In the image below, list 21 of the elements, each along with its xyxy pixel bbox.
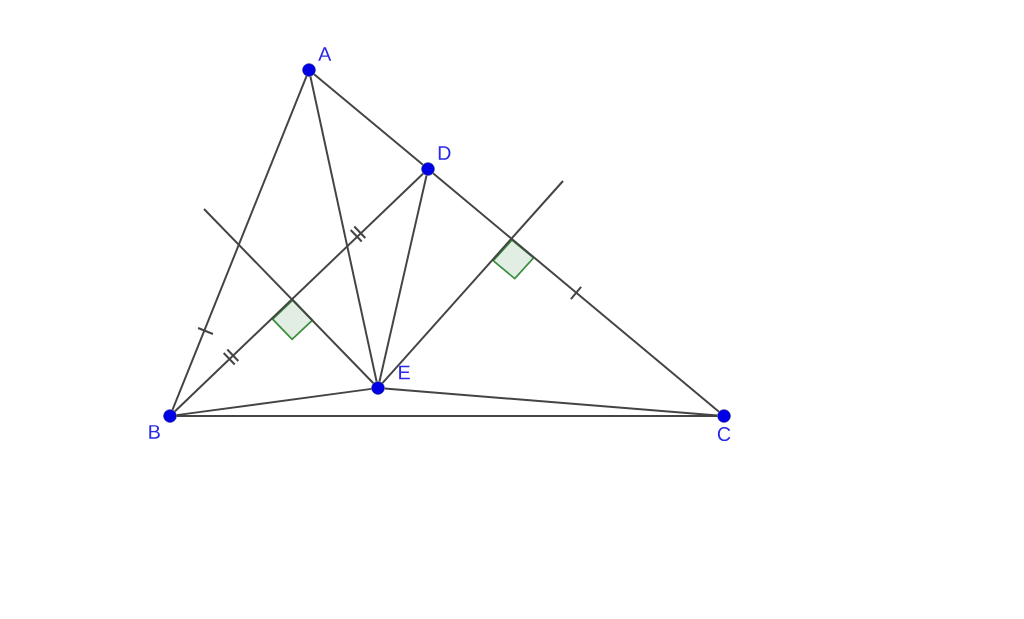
node-label: D: [438, 146, 451, 160]
line-segment: [383, 387, 719, 417]
node-label: E: [399, 365, 410, 380]
node-label: A: [318, 47, 332, 61]
line-segment: [175, 387, 373, 417]
line-segment: [378, 174, 428, 383]
line-segment: [175, 415, 719, 417]
point: C: [717, 409, 731, 442]
line-segment: [381, 180, 564, 385]
line-segment: [313, 73, 424, 166]
node-label: B: [149, 425, 160, 439]
line-segment: [203, 208, 375, 385]
point: D: [421, 146, 451, 176]
line-segment: [432, 172, 720, 413]
point: B: [149, 409, 177, 439]
line-segment: [173, 172, 425, 413]
line-segment: [309, 75, 378, 383]
node-label: C: [717, 427, 731, 442]
line-segment: [171, 75, 308, 411]
point: E: [371, 365, 410, 395]
point: A: [302, 47, 332, 77]
